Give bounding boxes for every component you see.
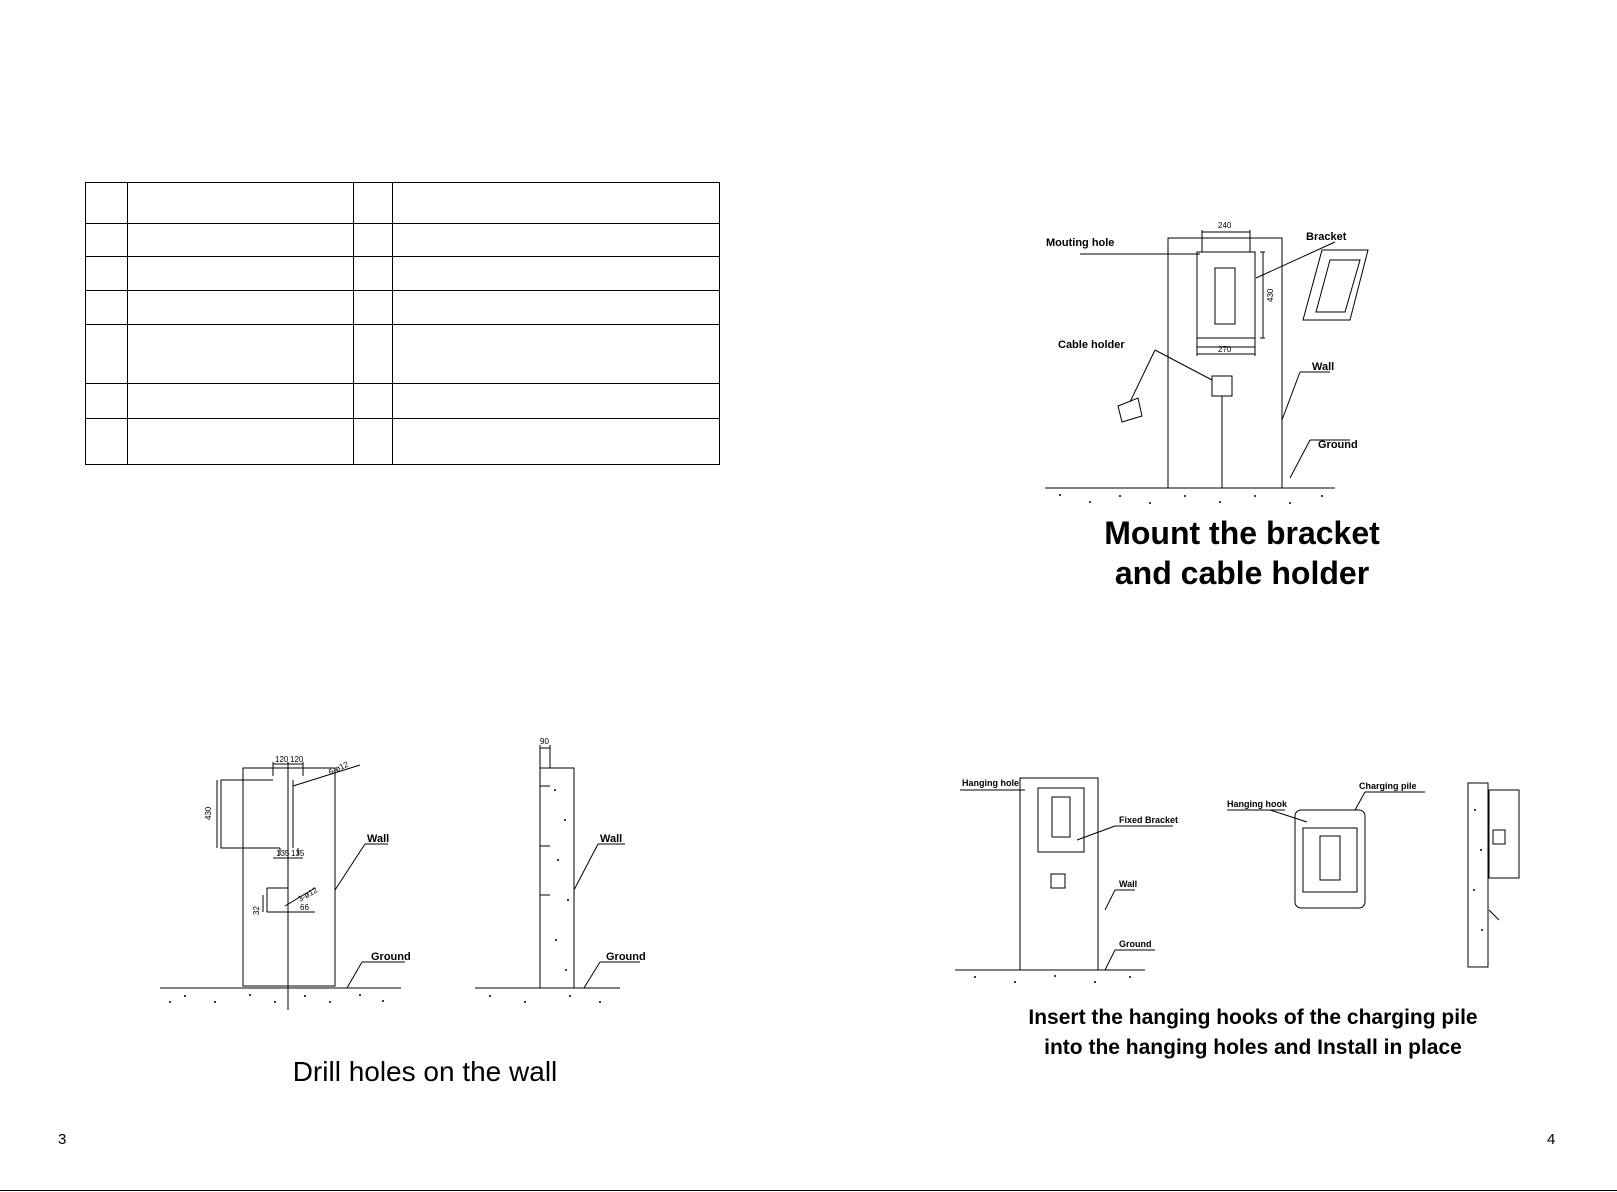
caption-line-2: into the hanging holes and Install in pl… [1044, 1036, 1462, 1059]
table-cell [353, 182, 393, 224]
caption-line-2: and cable holder [1114, 555, 1370, 591]
caption-line-1: Mount the bracket [1104, 515, 1380, 551]
table-row [85, 418, 720, 465]
table-cell [353, 223, 393, 257]
table-cell [85, 290, 128, 325]
hanging-hole-label: Hanging hole [962, 778, 1019, 788]
ground-label: Ground [606, 951, 646, 963]
dim-66: 66 [300, 903, 309, 912]
table-cell [392, 324, 720, 384]
table-row [85, 290, 720, 325]
table-row [85, 223, 720, 257]
table-cell [85, 223, 128, 257]
charging-pile-label: Charging pile [1359, 781, 1417, 791]
ground-label: Ground [1318, 439, 1358, 451]
table-cell [353, 256, 393, 291]
table-cell [353, 383, 393, 419]
dim-3-holes: 3-ø12 [297, 885, 320, 904]
table-cell [392, 290, 720, 325]
table-cell [85, 324, 128, 384]
caption-mount-bracket: Mount the bracket and cable holder [1052, 513, 1432, 593]
table-cell [392, 383, 720, 419]
table-cell [127, 223, 354, 257]
dim-240: 240 [1218, 221, 1232, 230]
page-number-left: 3 [58, 1131, 67, 1148]
table-cell [85, 182, 128, 224]
hanging-hook-label: Hanging hook [1227, 799, 1288, 809]
wall-label: Wall [1119, 879, 1137, 889]
dim-135-right: 135 [291, 849, 305, 858]
table-cell [392, 182, 720, 224]
dim-90: 90 [540, 737, 549, 746]
dim-430: 430 [204, 806, 213, 820]
table-cell [127, 182, 354, 224]
dim-135-left: 135 [276, 849, 290, 858]
caption-drill-holes: Drill holes on the wall [292, 1056, 558, 1087]
table-cell [85, 256, 128, 291]
table-cell [392, 223, 720, 257]
table-cell [353, 324, 393, 384]
bracket-label: Bracket [1306, 231, 1347, 243]
table-cell [85, 383, 128, 419]
dim-270: 270 [1218, 345, 1232, 354]
table-cell [85, 418, 128, 465]
table-cell [392, 256, 720, 291]
fixed-bracket-label: Fixed Bracket [1119, 815, 1178, 825]
table-row [85, 324, 720, 384]
caption-insert-hooks: Insert the hanging hooks of the charging… [978, 1003, 1528, 1063]
ground-label: Ground [371, 951, 411, 963]
specification-table [85, 182, 720, 465]
table-cell [127, 383, 354, 419]
bracket-front [1196, 251, 1256, 348]
dim-6-holes: 6-ø12 [327, 760, 350, 777]
mounting-hole-label: Mouting hole [1046, 237, 1114, 249]
table-row [85, 182, 720, 224]
page-number-right: 4 [1547, 1131, 1556, 1148]
table-cell [392, 418, 720, 465]
dim-120-right: 120 [290, 755, 304, 764]
table-row [85, 256, 720, 291]
wall-label: Wall [367, 833, 389, 845]
table-cell [127, 290, 354, 325]
drill-side-diagram: 90 Wall Ground [475, 737, 646, 1003]
charging-pile-front [1294, 809, 1366, 909]
table-cell [353, 418, 393, 465]
wall-label: Wall [600, 833, 622, 845]
drill-front-diagram: 120 120 430 6-ø12 135 135 3-ø12 32 66 Wa… [160, 755, 411, 1010]
table-cell [353, 290, 393, 325]
table-cell [127, 324, 354, 384]
wall-label: Wall [1312, 361, 1334, 373]
cable-holder-label: Cable holder [1058, 339, 1125, 351]
wall-outline [1167, 237, 1283, 489]
caption-line-1: Insert the hanging hooks of the charging… [1028, 1006, 1478, 1029]
dim-32: 32 [252, 906, 261, 915]
hanging-diagram: Hanging hole Fixed Bracket Wall Ground H… [955, 777, 1520, 983]
dim-430: 430 [1266, 288, 1275, 302]
cable-holder-front [1211, 375, 1233, 397]
table-cell [127, 256, 354, 291]
table-cell [127, 418, 354, 465]
ground-label: Ground [1119, 939, 1152, 949]
wall-outline [242, 767, 336, 987]
table-row [85, 383, 720, 419]
mount-bracket-diagram: 240 270 430 Mouting hole Bracket Cable h… [1045, 221, 1369, 504]
page-bottom-rule [0, 1190, 1617, 1191]
dim-120-left: 120 [275, 755, 289, 764]
